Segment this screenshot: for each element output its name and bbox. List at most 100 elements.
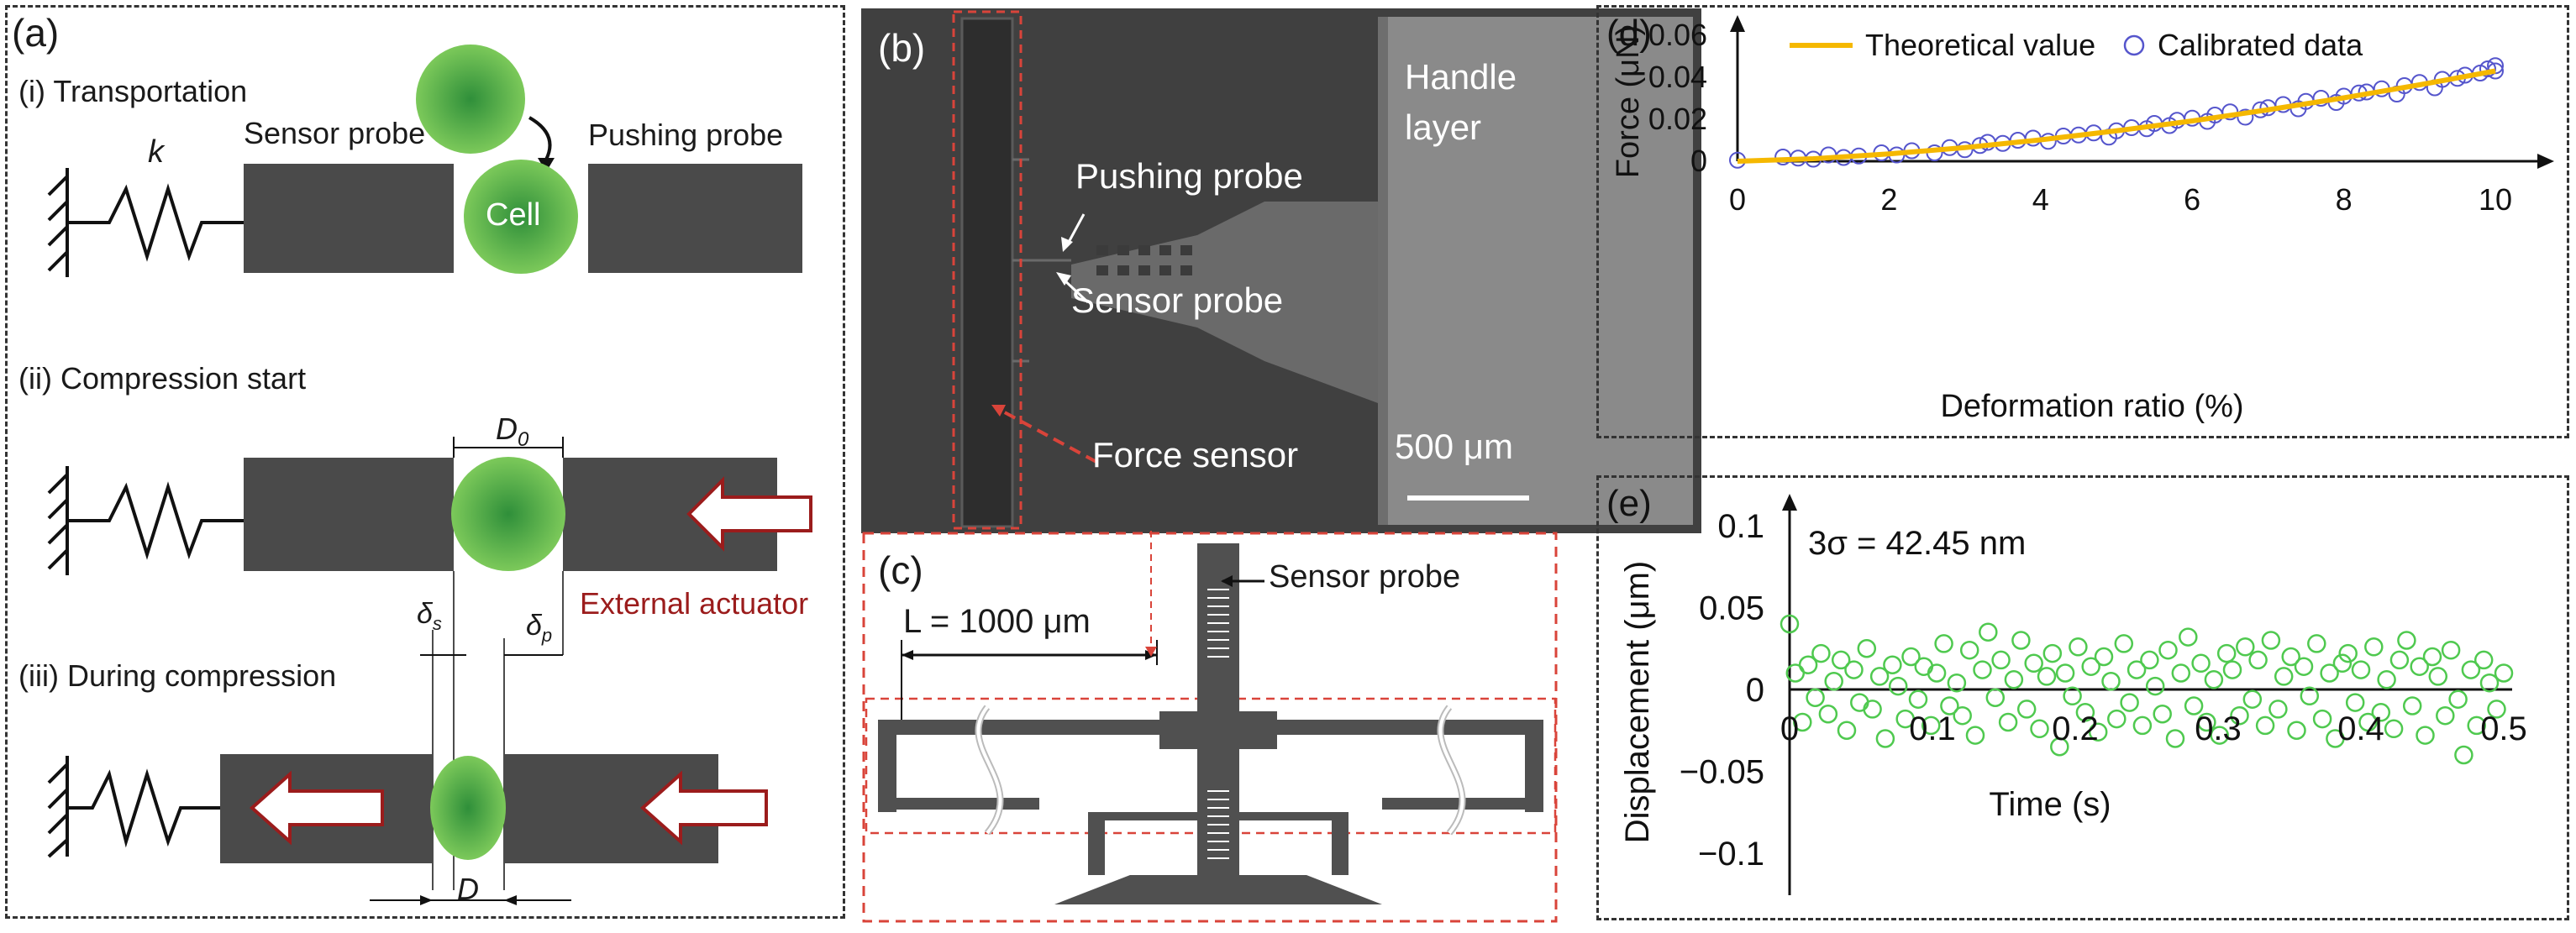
step-during-compression: (iii) During compression [18,658,337,693]
x-tick-label-e: 0.3 [2195,710,2242,747]
x-tick-label-d: 2 [1880,182,1897,217]
displacement-point [2210,726,2229,745]
pushing-probe-1 [588,164,802,273]
displacement-point [2101,672,2121,691]
sensor-probe-1 [244,164,454,273]
displacement-point [2371,703,2391,722]
displacement-point [1908,689,1928,709]
displacement-point [1921,715,1941,736]
displacement-point [1998,712,2018,732]
displacement-point [2171,663,2191,683]
x-axis-arrow-d [2537,154,2554,169]
displacement-point [2191,653,2211,674]
force-sensor-highlight [952,10,1023,530]
displacement-point [2274,667,2294,686]
panel-a-label: (a) [12,11,60,55]
panel-c-schematic [862,531,1558,923]
displacement-point [1844,660,1864,679]
panel-d-label: (d) [1606,13,1652,54]
calibrated-point [2237,108,2254,126]
displacement-point [2487,700,2506,719]
panel-a [5,5,845,919]
displacement-point [1837,721,1857,740]
sensor-motion-arrow [249,770,384,846]
y-axis-label-d: Force (μN) [1611,25,1646,178]
displacement-point [1850,693,1869,712]
displacement-point [2216,643,2237,663]
displacement-point [2055,663,2075,683]
x-tick-label-d: 6 [2184,182,2200,217]
displacement-point [2448,689,2468,709]
displacement-point [2120,693,2139,712]
legend-label-calibrated: Calibrated data [2158,28,2363,62]
y-tick-label-e: 0.1 [1717,508,1764,545]
y-axis-arrow-e [1782,494,1797,511]
displacement-point [2358,712,2378,732]
displacement-point [2402,696,2422,715]
displacement-point [2165,729,2185,748]
displacement-point [2441,640,2461,660]
cell-floating [416,45,525,154]
displacement-point [2030,719,2049,739]
displacement-point [2248,650,2268,670]
displacement-point [2410,657,2429,676]
handle-layer-label-1: Handle [1405,57,1517,97]
displacement-point [2127,660,2147,679]
displacement-point [2016,700,2037,719]
displacement-point [2107,709,2127,729]
displacement-point [1940,696,1959,715]
displacement-point [2397,631,2416,650]
y-tick-label-e: −0.05 [1680,754,1764,791]
legend-marker-calibrated [2123,34,2145,56]
displacement-point [2345,693,2365,712]
panel-c-frame [862,532,1558,923]
displacement-point [2332,653,2353,674]
x-tick-label-e: 0.1 [1909,710,1956,747]
displacement-point [1895,709,1915,729]
sensor-probe-label-b: Sensor probe [1071,280,1284,320]
displacement-point [2145,676,2165,696]
displacement-point [2088,722,2108,742]
displacement-point [1831,650,1851,670]
displacement-point [2114,634,2134,653]
actuator-arrow-2 [686,476,812,552]
displacement-point [1973,660,1992,679]
displacement-point [1934,634,1953,653]
x-tick-label-d: 10 [2479,182,2512,217]
y-tick-label-e: 0 [1746,672,1764,709]
y-tick-label-e: −0.1 [1698,836,1764,873]
displacement-point [2294,657,2314,676]
displacement-point [2436,705,2455,726]
theoretical-line [1737,68,2496,164]
displacement-point [2428,667,2448,686]
delta-p-label: δp [526,610,553,646]
panel-a-figure [47,45,812,905]
displacement-point [2384,719,2404,739]
displacement-point [1857,639,1877,658]
legend-label-theoretical: Theoretical value [1865,28,2095,62]
d0-label: D0 [496,411,529,452]
pushing-probe-label-b: Pushing probe [1075,156,1303,196]
sensor-probe-label-a: Sensor probe [244,116,426,150]
displacement-point [2004,670,2024,689]
pushing-probe-label-a: Pushing probe [588,118,784,152]
displacement-point [2063,686,2082,706]
cell-label: Cell [486,197,541,233]
displacement-point [2389,650,2410,670]
displacement-point [1780,614,1800,634]
displacement-point [2042,643,2063,663]
panel-b-label: (b) [878,26,926,70]
actuator-arrow-3 [639,770,768,846]
displacement-point [1875,729,1895,748]
displacement-point [1914,657,1934,676]
displacement-point [1798,655,1818,674]
displacement-point [1947,673,1967,693]
panel-e [1596,475,2569,920]
displacement-point [1824,672,1843,691]
x-tick-label-e: 0.4 [2337,710,2384,747]
displacement-point [2037,667,2057,686]
panel-e-label: (e) [1606,483,1652,524]
displacement-point [1927,663,1947,683]
x-tick-label-e: 0.2 [2052,710,2099,747]
